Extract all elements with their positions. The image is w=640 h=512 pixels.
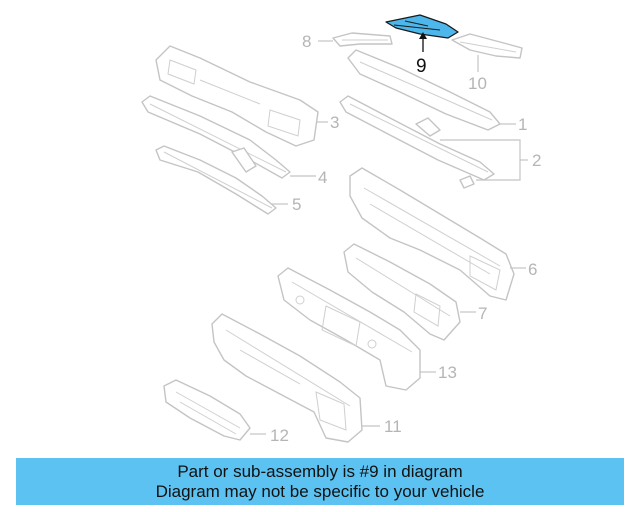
banner-line-2: Diagram may not be specific to your vehi… — [155, 482, 485, 501]
callout-5: 5 — [292, 195, 301, 214]
callout-2: 2 — [532, 151, 541, 170]
part-13[interactable] — [277, 267, 421, 391]
callout-12: 12 — [270, 426, 289, 445]
parts-diagram: 8 9 10 3 1 2 4 — [141, 14, 541, 445]
part-5[interactable] — [155, 145, 277, 215]
callout-6: 6 — [528, 260, 537, 279]
part-6[interactable] — [349, 167, 515, 301]
callout-7: 7 — [478, 304, 487, 323]
part-11[interactable] — [211, 313, 363, 443]
banner-line-1: Part or sub-assembly is #9 in diagram — [177, 462, 463, 481]
part-8[interactable] — [332, 32, 393, 47]
callout-4: 4 — [318, 168, 327, 187]
part-4[interactable] — [141, 95, 291, 179]
part-9-highlighted[interactable] — [385, 14, 459, 39]
part-7[interactable] — [343, 243, 461, 341]
part-10[interactable] — [451, 33, 523, 59]
callout-10: 10 — [468, 74, 487, 93]
callout-9: 9 — [416, 56, 427, 77]
info-banner: Part or sub-assembly is #9 in diagram Di… — [16, 458, 624, 505]
arrowhead-9 — [419, 32, 427, 39]
part-3[interactable] — [155, 45, 319, 147]
callout-8: 8 — [302, 32, 311, 51]
callout-13: 13 — [438, 363, 457, 382]
callout-3: 3 — [330, 113, 339, 132]
part-2[interactable] — [339, 95, 495, 189]
part-12[interactable] — [163, 379, 251, 441]
callout-1: 1 — [518, 115, 527, 134]
callout-11: 11 — [384, 417, 402, 436]
